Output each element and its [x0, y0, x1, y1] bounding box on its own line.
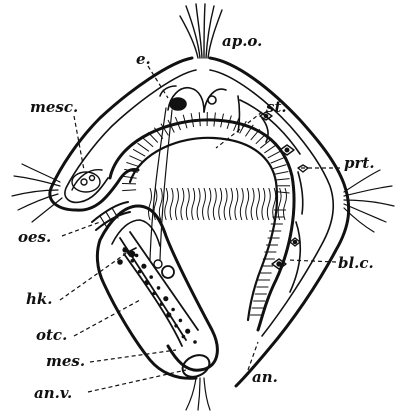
label-stomach: st. [266, 98, 287, 116]
stomach-stria [273, 165, 286, 169]
stomach-fringe [208, 188, 211, 220]
stomach-fringe [235, 188, 238, 220]
mesentery-band [120, 232, 198, 346]
stomach-fringe [257, 188, 260, 220]
stomach-fringe [267, 188, 270, 220]
mesentery-cell [174, 324, 178, 328]
stomach-fringe [251, 188, 254, 220]
label-apical-organ: ap.o. [222, 32, 262, 50]
label-anal-vesicle: an.v. [34, 384, 72, 402]
stomach-fringe [278, 188, 281, 220]
body-outline [50, 58, 349, 386]
stomach-fringe [192, 188, 195, 220]
stomach-stria [133, 149, 145, 156]
stomach-stria [143, 138, 154, 147]
mesentery-cell [185, 329, 190, 334]
label-oesophagus: oes. [18, 228, 51, 246]
stomach-stria [123, 176, 137, 178]
mesentery-cell [131, 259, 135, 263]
stomach-stria [276, 179, 290, 180]
intestine-loop [97, 206, 217, 378]
stomach-fringe [213, 188, 216, 220]
mesentery-cell [152, 292, 156, 296]
mesentery-cell [157, 286, 161, 290]
mesentery-cell [144, 280, 149, 285]
stomach-stria [126, 162, 139, 166]
label-anus: an. [252, 368, 278, 386]
mesentery-cell [160, 302, 164, 306]
stomach-fringe [197, 188, 200, 220]
stomach-stria [148, 132, 158, 142]
mesentery-cell [141, 264, 146, 269]
anal-tuft [186, 378, 210, 410]
label-protonephridium: prt. [344, 154, 375, 172]
stomach-stria [138, 143, 149, 151]
stomach [110, 112, 294, 330]
stomach-fringe [149, 188, 152, 220]
stomach-stria [268, 151, 280, 158]
stomach-stria [122, 190, 136, 191]
stomach-fringe [203, 188, 206, 220]
stomach-fringe [262, 188, 265, 220]
stomach-stria [199, 112, 200, 126]
label-eye: e. [136, 50, 151, 68]
stomach-fringe [181, 188, 184, 220]
label-mesenchyme: mesc. [30, 98, 78, 116]
mesentery-cell [163, 296, 168, 301]
stomach-stria [256, 134, 266, 144]
stomach-fringe [176, 188, 179, 220]
stomach-fringe [219, 188, 222, 220]
label-blood-cells: bl.c. [338, 254, 374, 272]
mesentery-cell [179, 319, 183, 323]
left-ciliary-tuft [12, 164, 62, 222]
stomach-fringe [246, 188, 249, 220]
label-mesentery: mes. [46, 352, 85, 370]
mesentery-cell [149, 275, 153, 279]
stomach-stria [271, 158, 284, 163]
mesentery-cells [122, 247, 196, 343]
mesentery-cell [166, 312, 171, 317]
label-hooks: hk. [26, 290, 53, 308]
mesenchyme-cell [72, 170, 102, 192]
stomach-fringe [170, 188, 173, 220]
stomach-stria [251, 129, 260, 140]
mesentery-cell [171, 308, 175, 312]
stomach-stria [275, 172, 289, 175]
label-otocyst: otc. [36, 326, 67, 344]
stomach-fringe [186, 188, 189, 220]
stomach-fringe [165, 188, 168, 220]
mesentery-cell [138, 270, 142, 274]
apical-organ-tuft [180, 4, 222, 58]
stomach-fringe [224, 188, 227, 220]
mesentery-cell [182, 335, 186, 339]
stomach-fringe [230, 188, 233, 220]
stomach-fringe [240, 188, 243, 220]
stomach-stria [264, 145, 276, 153]
stomach-stria [129, 156, 142, 162]
right-ciliary-tuft [344, 170, 394, 232]
mesentery-cell [193, 340, 197, 344]
